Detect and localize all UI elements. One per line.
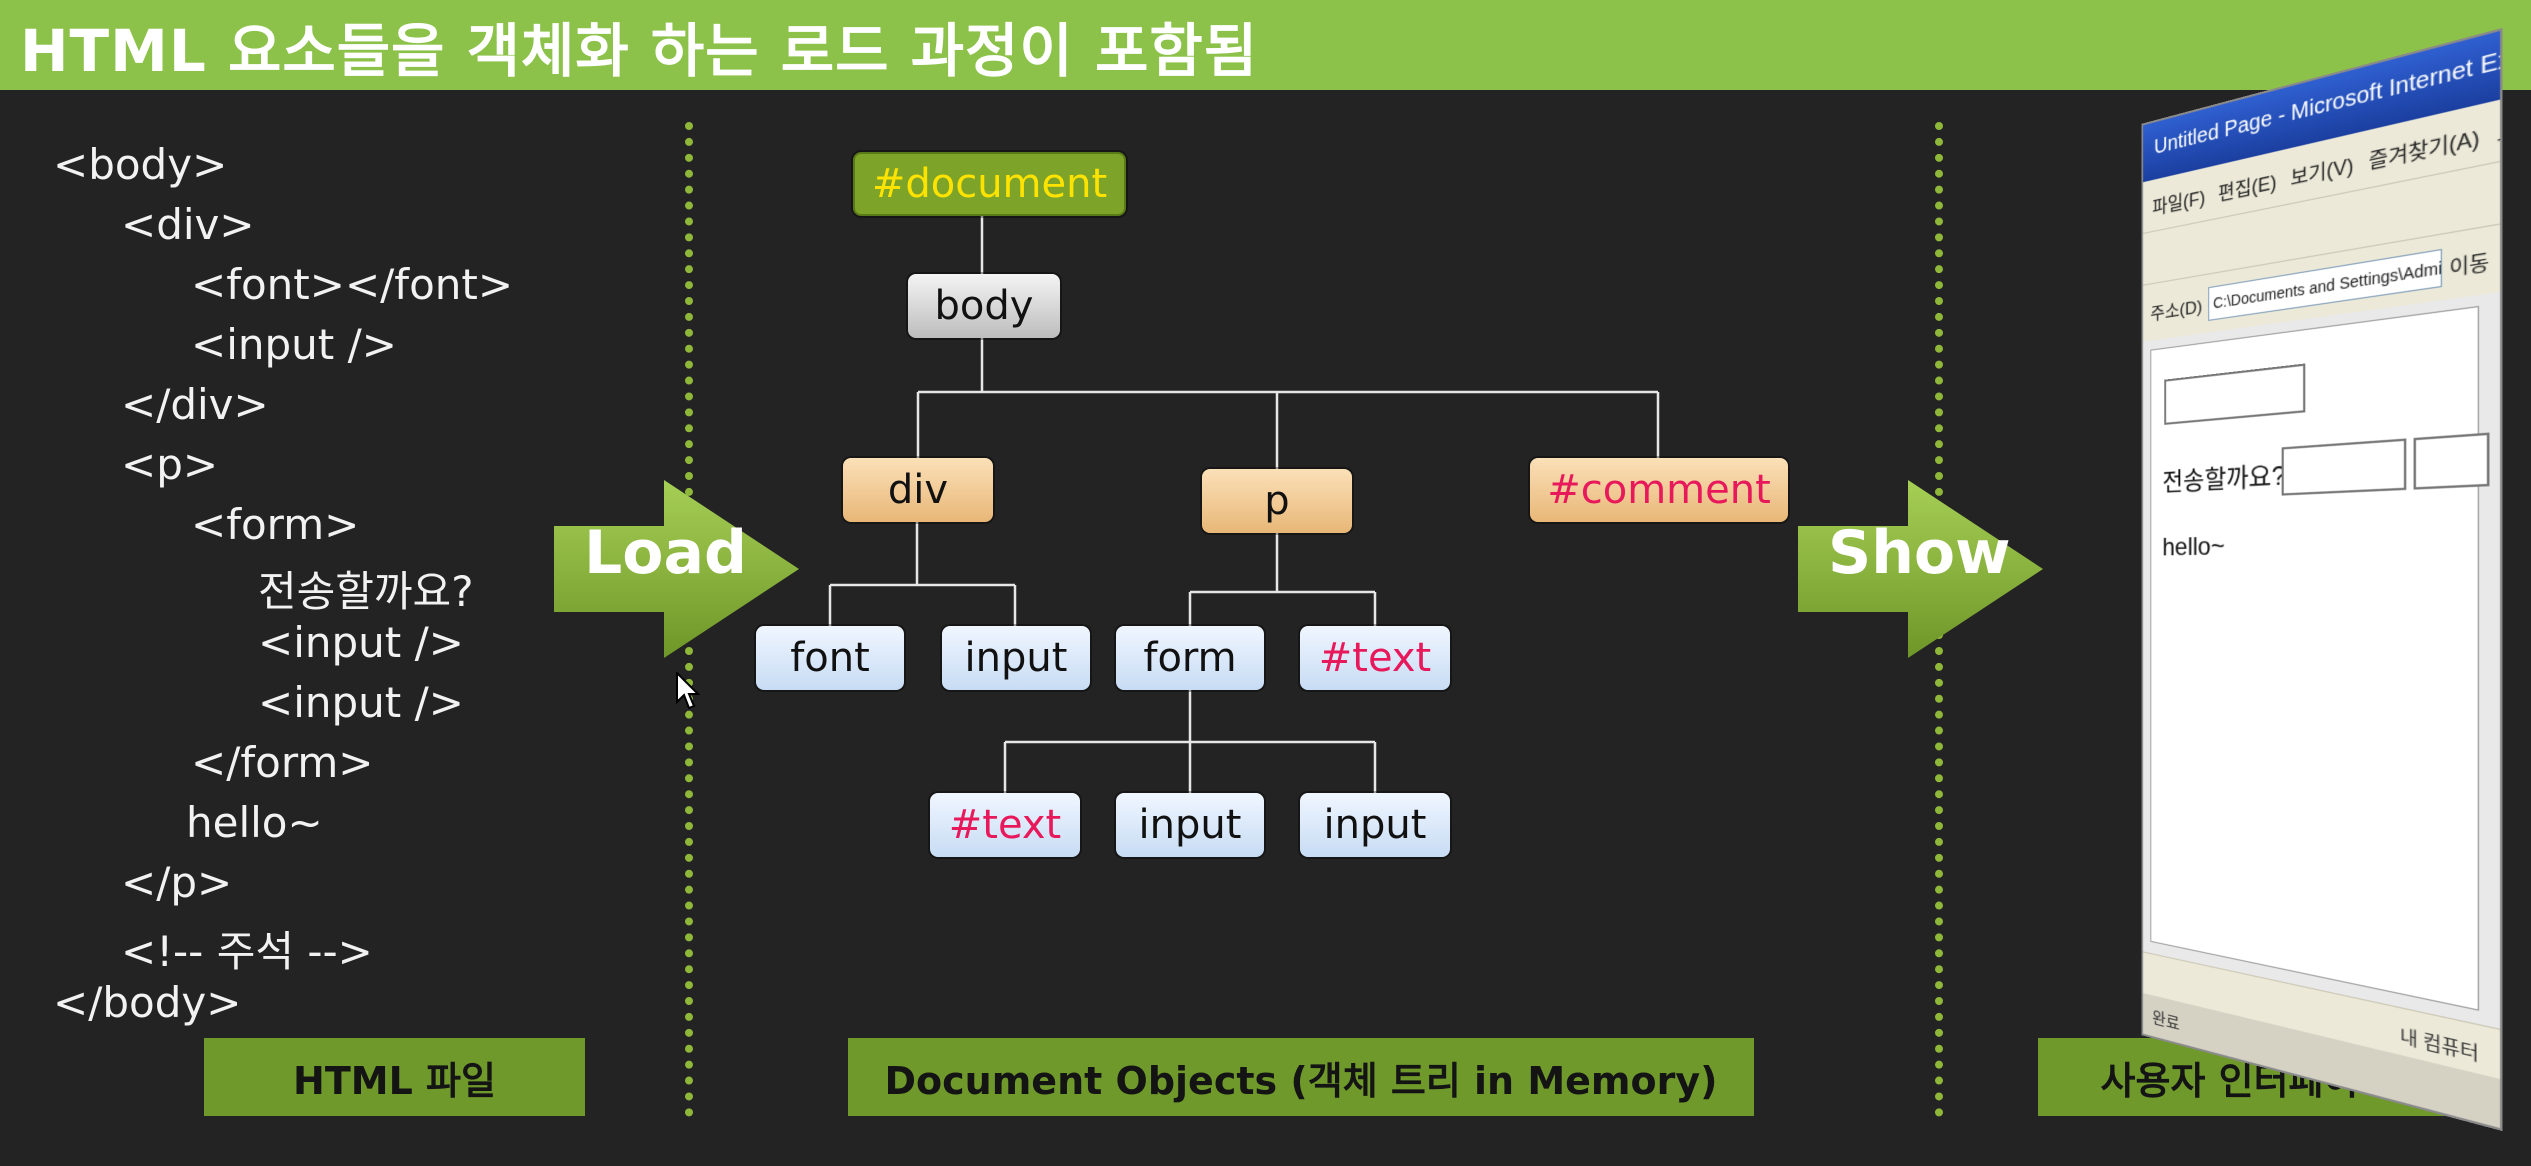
code-line: </div>	[121, 380, 269, 429]
page-input-field[interactable]	[2281, 438, 2407, 496]
show-arrow: Show	[1798, 480, 2043, 662]
browser-window: Untitled Page - Microsoft Internet Explo…	[2141, 27, 2503, 1132]
code-line: <input />	[258, 618, 464, 667]
code-line: <form>	[191, 500, 360, 549]
show-label: Show	[1828, 518, 2011, 588]
code-line: <font></font>	[191, 260, 514, 309]
code-line: <div>	[121, 200, 255, 249]
title-bar: HTML 요소들을 객체화 하는 로드 과정이 포함됨	[0, 0, 2531, 90]
node-div: div	[843, 458, 993, 522]
label-html-file: HTML 파일	[204, 1038, 585, 1116]
code-line: </p>	[121, 858, 233, 907]
page-input-field[interactable]	[2164, 363, 2306, 425]
code-line: <body>	[53, 140, 228, 189]
node-font: font	[756, 626, 904, 690]
node-text: #text	[1300, 626, 1450, 690]
code-line: 전송할까요?	[258, 567, 474, 616]
browser-page: 전송할까요? hello~	[2150, 305, 2490, 1011]
label-document-objects: Document Objects (객체 트리 in Memory)	[848, 1038, 1754, 1116]
page-title: HTML 요소들을 객체화 하는 로드 과정이 포함됨	[20, 17, 1259, 85]
load-arrow: Load	[554, 480, 799, 662]
arrow-shape	[1798, 480, 2043, 658]
load-label: Load	[584, 518, 747, 588]
code-line: </body>	[53, 978, 242, 1027]
page-prompt-text: 전송할까요?	[2162, 461, 2286, 497]
node-input: input	[942, 626, 1090, 690]
taskbar-status: 완료	[2152, 1009, 2180, 1034]
code-line: hello~	[186, 798, 323, 847]
node-input: input	[1300, 793, 1450, 857]
node-comment: #comment	[1530, 458, 1788, 522]
code-line: <p>	[121, 440, 219, 489]
go-button[interactable]: 이동	[2449, 250, 2490, 280]
node-text: #text	[930, 793, 1080, 857]
mouse-pointer-icon	[676, 672, 701, 710]
code-line: <input />	[191, 320, 397, 369]
node-p: p	[1202, 469, 1352, 533]
code-line: <!-- 주석 -->	[121, 927, 373, 976]
arrow-shape	[554, 480, 799, 658]
page-input-field[interactable]	[2413, 432, 2490, 490]
code-line: </form>	[191, 738, 374, 787]
node-body: body	[908, 274, 1060, 338]
page-hello-text: hello~	[2162, 532, 2225, 562]
node-form: form	[1116, 626, 1264, 690]
code-line: <input />	[258, 678, 464, 727]
address-label: 주소(D)	[2150, 296, 2203, 325]
node-input: input	[1116, 793, 1264, 857]
node-document: #document	[853, 152, 1126, 216]
